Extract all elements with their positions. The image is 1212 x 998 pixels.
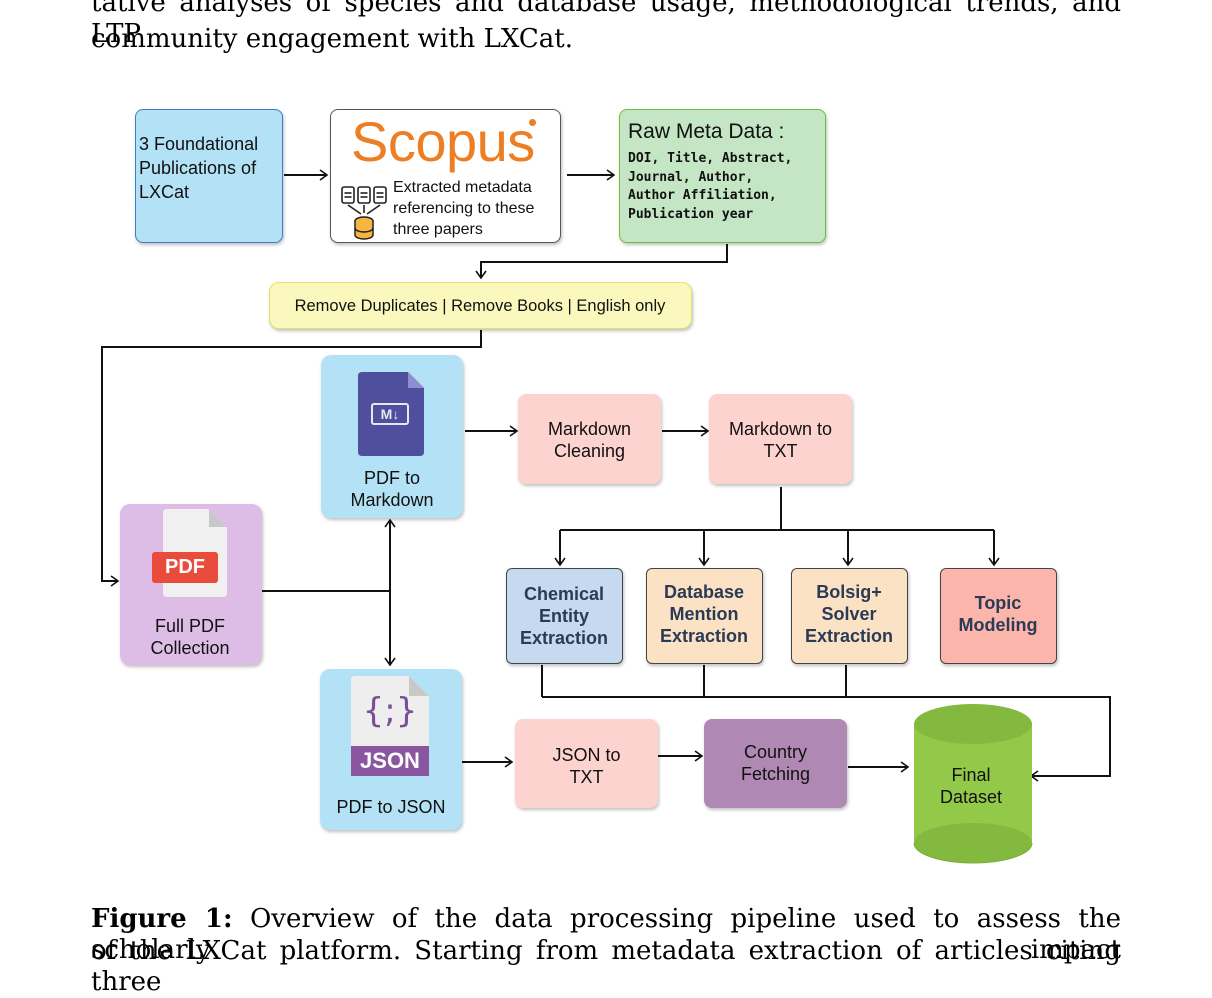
caption-label: Figure 1: [91, 904, 233, 934]
country-fetching-label: Country Fetching [704, 741, 847, 785]
pdf-to-json-label: PDF to JSON [336, 797, 446, 817]
markdown-to-txt-label: Markdown to TXT [709, 418, 852, 462]
chemical-entity-extraction-box: Chemical Entity Extraction [506, 568, 623, 664]
raw-meta-data-box: Raw Meta Data : DOI, Title, Abstract, Jo… [619, 109, 826, 243]
json-to-txt-label: JSON to TXT [515, 744, 658, 788]
topic-line1: Topic [974, 593, 1022, 613]
final-dataset-line1: Final [951, 765, 991, 785]
pdf-to-markdown-line1: PDF to [363, 468, 420, 488]
foundational-publications-label: 3 Foundational Publications of LXCat [139, 134, 259, 202]
filter-box: Remove Duplicates | Remove Books | Engli… [269, 282, 692, 329]
raw-meta-field: Journal, Author, [628, 169, 754, 185]
figure-caption: Figure 1: Overview of the data processin… [91, 904, 1121, 966]
final-dataset-cylinder [913, 704, 1033, 864]
filter-label: Remove Duplicates | Remove Books | Engli… [294, 297, 666, 315]
foundational-publications-box: 3 Foundational Publications of LXCat [135, 109, 283, 243]
topic-modeling-box: Topic Modeling [940, 568, 1057, 664]
database-mention-extraction-label: Database Mention Extraction [647, 581, 761, 647]
json-badge: JSON [351, 746, 429, 776]
markdown-file-icon [358, 372, 424, 456]
pdf-collection-label: Full PDF Collection [120, 615, 260, 659]
markdown-to-txt-line1: Markdown to [728, 419, 833, 439]
raw-meta-field: Author Affiliation, [628, 188, 777, 203]
bolsig-line3: Extraction [804, 626, 894, 646]
database-mention-extraction-box: Database Mention Extraction [646, 568, 763, 664]
pdf-to-markdown-label: PDF to Markdown [321, 467, 463, 511]
final-dataset-line2: Dataset [939, 787, 1003, 807]
country-fetching-line2: Fetching [740, 764, 811, 784]
scopus-description: Extracted metadata referencing to these … [393, 179, 535, 238]
chemical-entity-extraction-label: Chemical Entity Extraction [507, 583, 621, 649]
country-fetching-line1: Country [743, 742, 808, 762]
raw-meta-data-title: Raw Meta Data : [628, 120, 785, 143]
json-to-txt-line1: JSON to [552, 745, 621, 765]
figure-caption-2: of the LXCat platform. Starting from met… [91, 936, 1121, 998]
chemical-line3: Extraction [519, 628, 609, 648]
connector-lines [101, 169, 1111, 782]
bolsig-line2: Solver [821, 604, 877, 624]
markdown-to-txt-line2: TXT [763, 441, 798, 461]
markdown-cleaning-label: Markdown Cleaning [518, 418, 661, 462]
markdown-cleaning-box: Markdown Cleaning [518, 394, 661, 484]
scopus-logo: Scopus [351, 110, 535, 173]
json-to-txt-box: JSON to TXT [515, 719, 658, 808]
raw-meta-field: DOI, Title, Abstract, [628, 151, 793, 166]
pdf-badge: PDF [152, 552, 218, 583]
body-text-top-2: community engagement with LXCat. [91, 24, 1121, 55]
database-line2: Mention [669, 604, 739, 624]
body-text-line-2: community engagement with LXCat. [91, 24, 573, 54]
bolsig-line1: Bolsig+ [816, 582, 882, 602]
bolsig-solver-extraction-label: Bolsig+ Solver Extraction [792, 581, 906, 647]
topic-modeling-label: Topic Modeling [941, 592, 1055, 636]
raw-meta-field: Publication year [628, 206, 754, 222]
chemical-line1: Chemical [523, 584, 605, 604]
pdf-to-markdown-line2: Markdown [350, 490, 434, 510]
raw-meta-data-fields: DOI, Title, Abstract, Journal, Author, A… [628, 150, 824, 224]
body-text-line-1: tative analyses of species and database … [91, 0, 1121, 49]
pdf-to-markdown-box: M↓ PDF to Markdown [321, 355, 463, 518]
database-extraction-icon [341, 186, 387, 240]
scopus-registered-mark [529, 119, 536, 126]
chemical-line2: Entity [538, 606, 589, 626]
pdf-to-json-box: {;} JSON PDF to JSON [320, 669, 462, 830]
caption-line-1: Overview of the data processing pipeline… [91, 904, 1122, 965]
json-to-txt-line2: TXT [569, 767, 604, 787]
bolsig-solver-extraction-box: Bolsig+ Solver Extraction [791, 568, 908, 664]
caption-line-2: of the LXCat platform. Starting from met… [91, 936, 1121, 997]
database-line1: Database [663, 582, 745, 602]
pdf-collection-box: PDF Full PDF Collection [120, 504, 262, 665]
markdown-badge: M↓ [371, 403, 409, 425]
markdown-cleaning-line2: Cleaning [553, 441, 626, 461]
json-braces: {;} [362, 691, 418, 731]
body-text-top: tative analyses of species and database … [91, 0, 1121, 50]
pdf-collection-line2: Collection [150, 638, 230, 658]
scopus-box: Scopus Extracted metadata referencing to… [330, 109, 561, 243]
markdown-to-txt-box: Markdown to TXT [709, 394, 852, 484]
pdf-collection-line1: Full PDF [154, 616, 225, 636]
topic-line2: Modeling [958, 615, 1038, 635]
markdown-cleaning-line1: Markdown [547, 419, 632, 439]
country-fetching-box: Country Fetching [704, 719, 847, 808]
database-line3: Extraction [659, 626, 749, 646]
final-dataset-label: Final Dataset [912, 764, 1030, 808]
